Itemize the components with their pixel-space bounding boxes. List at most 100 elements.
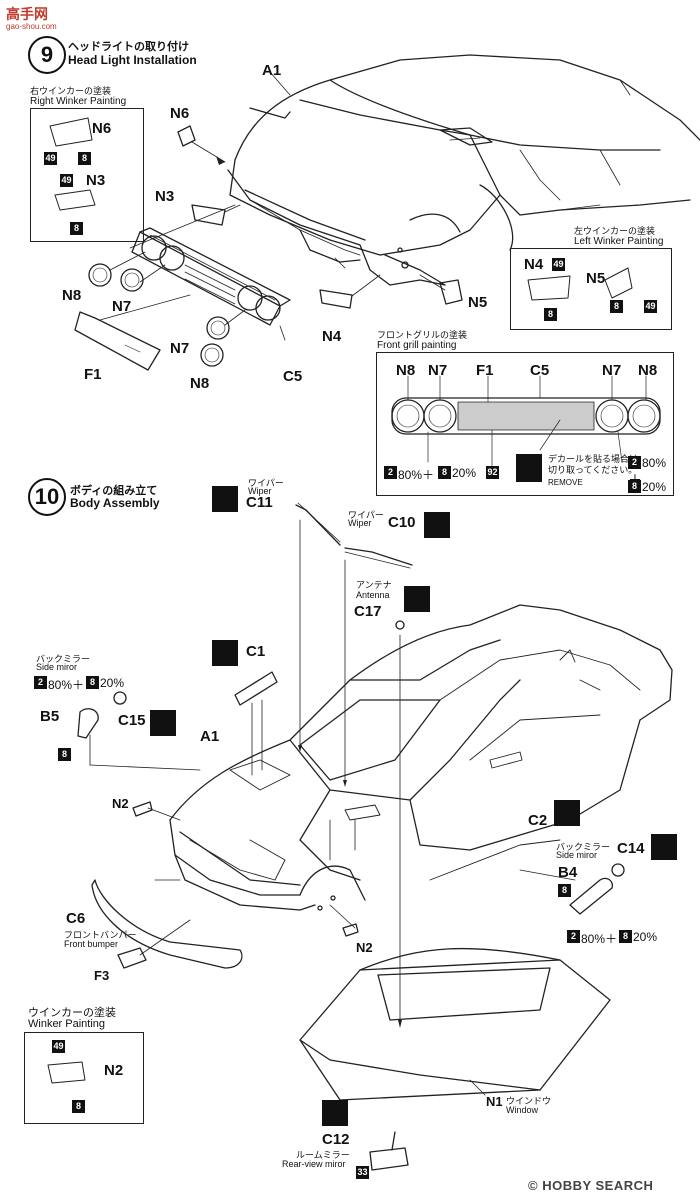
antenna-c17-art bbox=[395, 620, 405, 630]
label-c17: C17 bbox=[354, 603, 382, 620]
antenna-jp: アンテナ bbox=[356, 580, 392, 590]
grill-label-f1: F1 bbox=[476, 362, 494, 379]
glue-icon bbox=[322, 1100, 348, 1126]
part-c1-art bbox=[234, 671, 278, 706]
wiper-c10-art bbox=[344, 547, 413, 566]
winker-title-jp: ウインカーの塗装 bbox=[28, 1007, 116, 1019]
label-n7-right: N7 bbox=[170, 340, 190, 357]
label-b5: B5 bbox=[40, 708, 60, 725]
part-n2b-art bbox=[342, 923, 359, 937]
window-n1-art bbox=[299, 947, 611, 1101]
grill-label-n8-right: N8 bbox=[638, 362, 658, 379]
right-winker-n6-color-b: 8 bbox=[78, 152, 91, 165]
left-winker-n4-color-b: 8 bbox=[544, 308, 557, 321]
grill-label-c5: C5 bbox=[530, 362, 550, 379]
step9-part-n3 bbox=[191, 204, 226, 226]
label-c5: C5 bbox=[283, 368, 303, 385]
right-winker-n6-color-a: 49 bbox=[44, 152, 57, 165]
mirror-c15-art bbox=[113, 691, 127, 705]
mirror-left-mix-b: 20% bbox=[100, 676, 125, 690]
left-winker-n5-color-a: 8 bbox=[610, 300, 623, 313]
decal-note-en: REMOVE bbox=[548, 478, 583, 487]
label-c2: C2 bbox=[528, 812, 548, 829]
grill-mix-right-b: 20% bbox=[642, 480, 667, 494]
room-mirror-en: Rear-view miror bbox=[282, 1159, 346, 1169]
left-winker-title-en: Left Winker Painting bbox=[574, 236, 664, 247]
label-c14: C14 bbox=[617, 840, 645, 857]
footer-brand: © HOBBY SEARCH bbox=[528, 1178, 654, 1193]
grill-mix-right-a: 80% bbox=[642, 456, 667, 470]
mirror-right-b4-color: 8 bbox=[558, 884, 571, 897]
wiper-c11-en: Wiper bbox=[248, 486, 272, 496]
label-c11: C11 bbox=[246, 494, 273, 511]
label-c10: C10 bbox=[388, 514, 416, 531]
label-n5: N5 bbox=[468, 294, 488, 311]
decal-remove-icon bbox=[516, 454, 542, 482]
left-winker-box bbox=[510, 248, 672, 330]
wiper-c10-en: Wiper bbox=[348, 518, 372, 528]
mirror-left-en: Side miror bbox=[36, 662, 78, 672]
step9-part-n6 bbox=[177, 125, 196, 147]
label-b4: B4 bbox=[558, 864, 578, 881]
label-f1: F1 bbox=[84, 366, 102, 383]
mirror-right-color-2: 2 bbox=[567, 930, 580, 943]
grill-label-n8-left: N8 bbox=[396, 362, 416, 379]
winker-color-8: 8 bbox=[72, 1100, 85, 1113]
glue-icon bbox=[651, 834, 677, 860]
right-winker-n3-label: N3 bbox=[86, 172, 106, 189]
grill-right-color-8: 8 bbox=[628, 480, 641, 493]
left-winker-n4-color-a: 49 bbox=[552, 258, 565, 271]
label-n4: N4 bbox=[322, 328, 342, 345]
label-n8-right: N8 bbox=[190, 375, 210, 392]
window-jp: ウインドウ bbox=[506, 1096, 552, 1106]
grill-title-jp: フロントグリルの塗装 bbox=[377, 330, 468, 340]
right-winker-title-jp: 右ウインカーの塗装 bbox=[30, 86, 112, 96]
step9-grill-f1 bbox=[74, 311, 161, 371]
step-10-title-jp: ボディの組み立て bbox=[70, 485, 158, 497]
grill-mix-color-2: 2 bbox=[384, 466, 397, 479]
step10-car-body bbox=[169, 604, 673, 911]
left-winker-n5-label: N5 bbox=[586, 270, 606, 287]
part-n2a-art bbox=[132, 801, 153, 817]
left-winker-n4-label: N4 bbox=[524, 256, 544, 273]
label-a1-step10: A1 bbox=[200, 728, 220, 745]
grill-label-n7-left: N7 bbox=[428, 362, 448, 379]
watermark-site-name: 高手网 bbox=[6, 6, 48, 22]
room-mirror-jp: ルームミラー bbox=[296, 1150, 350, 1160]
grill-mix-left-b: 20% bbox=[452, 466, 477, 480]
mirror-right-en: Side miror bbox=[556, 850, 598, 860]
mirror-left-mix-a: 80%＋ bbox=[48, 678, 85, 692]
right-winker-title-en: Right Winker Painting bbox=[30, 96, 127, 107]
wiper-c10-jp: ワイパー bbox=[348, 510, 384, 520]
label-a1-step9: A1 bbox=[262, 62, 282, 79]
label-c1: C1 bbox=[246, 643, 266, 660]
winker-color-49: 49 bbox=[52, 1040, 65, 1053]
grill-mix-left-a: 80%＋ bbox=[398, 468, 435, 482]
label-n2-top: N2 bbox=[112, 796, 129, 811]
mirror-left-color-8: 8 bbox=[86, 676, 99, 689]
mirror-right-color-8: 8 bbox=[619, 930, 632, 943]
winker-painting-box bbox=[24, 1032, 144, 1124]
glue-icon bbox=[150, 710, 176, 736]
step-10-title-en: Body Assembly bbox=[70, 496, 160, 510]
left-winker-title-jp: 左ウインカーの塗装 bbox=[574, 226, 656, 236]
label-c15: C15 bbox=[118, 712, 146, 729]
glue-icon bbox=[554, 800, 580, 826]
right-winker-n6-label: N6 bbox=[92, 120, 112, 137]
right-winker-n3-color-b: 8 bbox=[70, 222, 83, 235]
label-f3: F3 bbox=[94, 968, 110, 983]
mirror-right-jp: バックミラー bbox=[556, 842, 611, 852]
part-f3-art bbox=[117, 947, 147, 969]
step-10-number: 10 bbox=[28, 478, 66, 516]
mirror-left-jp: バックミラー bbox=[36, 654, 91, 664]
grill-title-en: Front grill painting bbox=[377, 340, 457, 351]
mirror-left-b5-color: 8 bbox=[58, 748, 71, 761]
decal-note-jp: デカールを貼る場合は 切り取ってください。 bbox=[548, 454, 639, 475]
grill-mix-color-8: 8 bbox=[438, 466, 451, 479]
glue-icon bbox=[212, 640, 238, 666]
glue-icon bbox=[424, 512, 450, 538]
step9-part-n4 bbox=[319, 289, 353, 309]
right-winker-box bbox=[30, 108, 144, 242]
step9-part-n5 bbox=[439, 279, 463, 305]
window-en: Window bbox=[506, 1105, 539, 1115]
